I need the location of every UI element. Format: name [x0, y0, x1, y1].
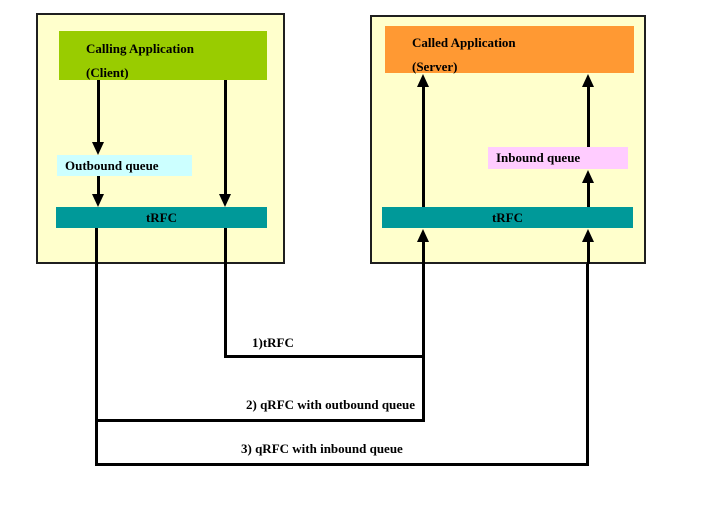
connection-2-hline — [95, 419, 424, 422]
connection-1-left-vline — [223, 264, 227, 358]
calling-application-title: Calling Application — [86, 41, 194, 56]
arrow-client-to-trfc-head-icon — [219, 194, 231, 207]
arrow-trfc-to-inbound-head-icon — [582, 170, 594, 183]
arrow-into-trfc-left-head-icon — [417, 229, 429, 242]
arrow-trfc-to-server-head-icon — [417, 74, 429, 87]
connection-1-right-vline — [421, 264, 425, 422]
arrow-outbound-to-trfc-line — [96, 176, 100, 195]
connection-3-right-vline — [586, 264, 589, 466]
arrow-client-to-outbound-head-icon — [92, 142, 104, 155]
arrow-client-to-trfc-line — [223, 80, 227, 195]
trfc-bar-client-label: tRFC — [145, 209, 178, 225]
connection-1-hline — [223, 355, 425, 358]
calling-application-subtitle: (Client) — [86, 65, 129, 80]
outbound-queue-box: Outbound queue — [57, 155, 192, 176]
arrow-trfc-to-inbound-line — [586, 182, 590, 207]
arrow-into-trfc-left-line — [421, 241, 425, 264]
client-trfc-drop-left-line — [95, 228, 98, 264]
arrow-into-trfc-right-line — [586, 241, 590, 264]
calling-application-box: Calling Application (Client) — [59, 31, 267, 80]
arrow-client-to-outbound-line — [96, 80, 100, 142]
arrow-inbound-to-server-line — [586, 86, 590, 147]
client-trfc-drop-right-line — [223, 228, 227, 264]
outbound-queue-label: Outbound queue — [65, 157, 159, 173]
arrow-trfc-to-server-line — [421, 86, 425, 207]
connection-2-label: 2) qRFC with outbound queue — [246, 397, 416, 412]
called-application-box: Called Application (Server) — [385, 26, 634, 74]
called-application-title: Called Application — [412, 35, 516, 50]
connection-3-label: 3) qRFC with inbound queue — [241, 441, 403, 456]
connection-1-label: 1)tRFC — [252, 335, 294, 350]
connection-3-hline — [95, 463, 589, 466]
inbound-queue-label: Inbound queue — [496, 150, 581, 165]
trfc-bar-server-label: tRFC — [491, 209, 524, 225]
trfc-bar-client: tRFC — [56, 207, 267, 228]
connection-2-left-vline — [95, 264, 98, 466]
inbound-queue-box: Inbound queue — [488, 147, 628, 169]
arrow-inbound-to-server-head-icon — [582, 74, 594, 87]
arrow-outbound-to-trfc-head-icon — [92, 194, 104, 207]
called-application-subtitle: (Server) — [412, 59, 458, 74]
trfc-bar-server: tRFC — [382, 207, 633, 228]
arrow-into-trfc-right-head-icon — [582, 229, 594, 242]
